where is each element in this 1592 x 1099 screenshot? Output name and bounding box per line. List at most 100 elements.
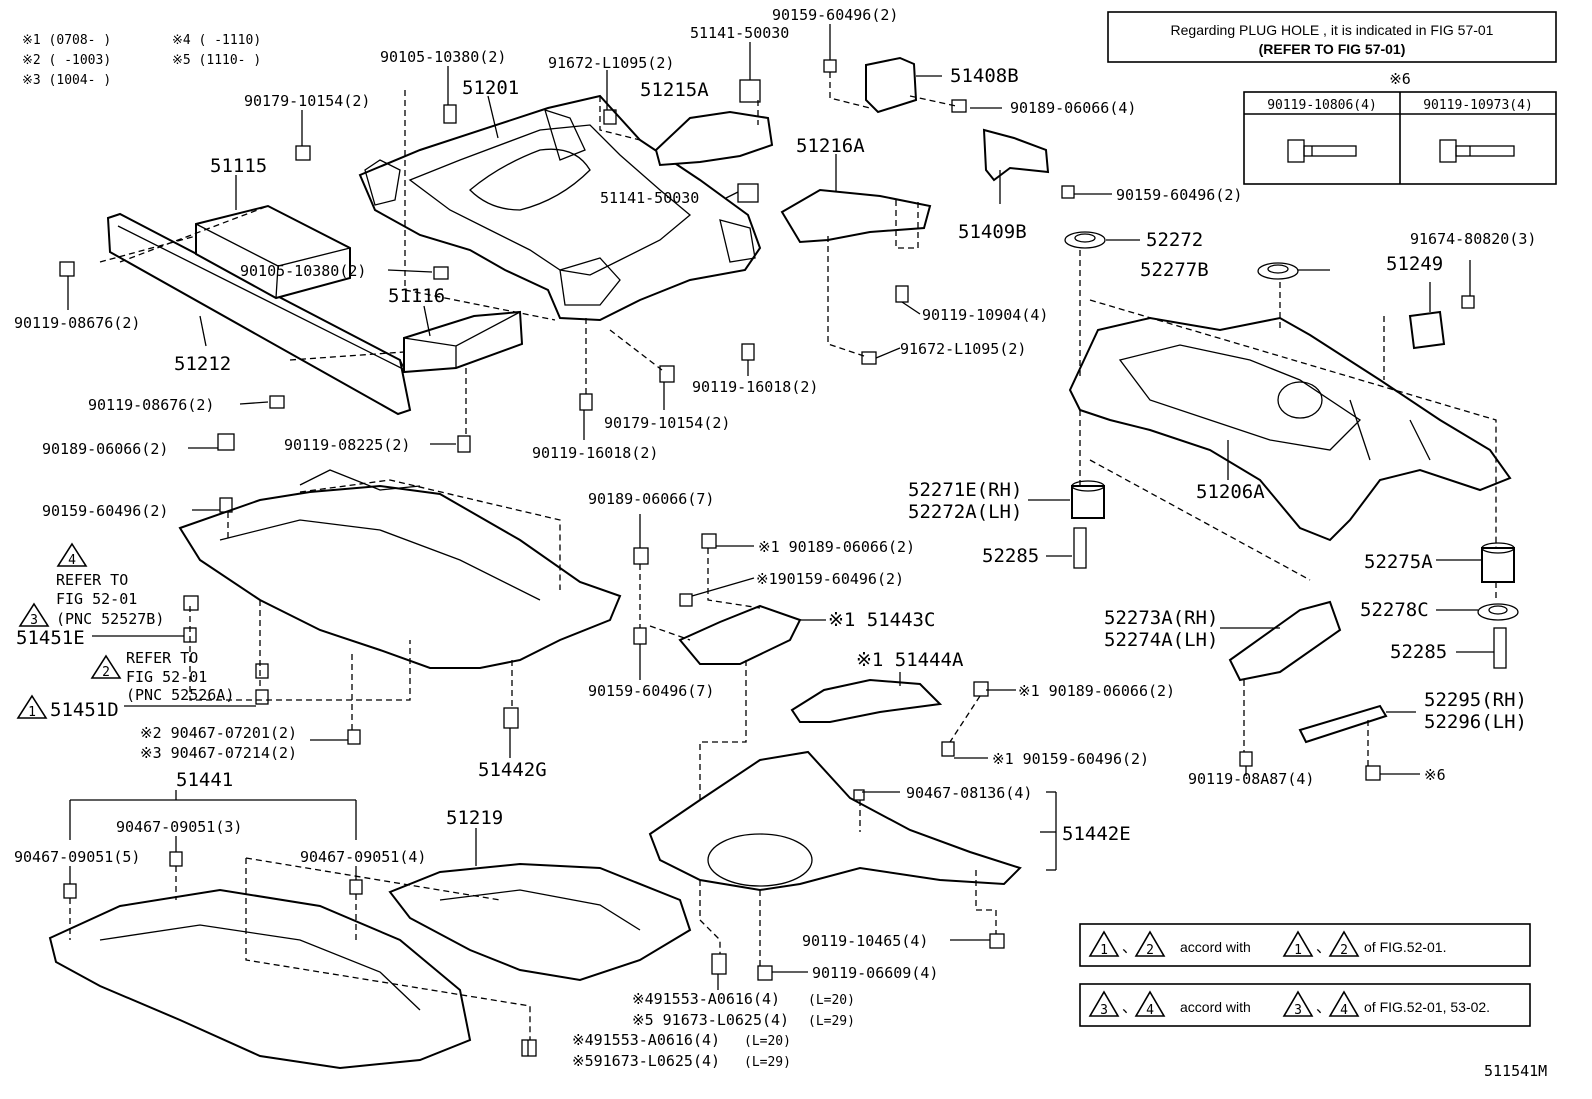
- label-90105-10380-mid: 90105-10380(2): [240, 262, 366, 280]
- bracket-52273A: [1228, 600, 1342, 682]
- label-90119-06609: 90119-06609(4): [812, 964, 938, 982]
- bushing-52277B: [1257, 262, 1299, 280]
- refer-note-2: 2 REFER TO FIG 52-01 (PNC 52526A) 1: [16, 649, 234, 720]
- stopper-52278C: [1477, 603, 1519, 621]
- cover-51444A: [790, 678, 943, 723]
- label-90159-60496-k1a: ※190159-60496(2): [756, 570, 904, 588]
- note1-sep2: 、: [1316, 938, 1331, 956]
- label-51443C: ※1 51443C: [828, 609, 935, 631]
- engine-under-cover-51441-upper: [178, 469, 622, 669]
- label-90159-60496-left: 90159-60496(2): [42, 502, 168, 520]
- note1-sep: 、: [1122, 938, 1137, 956]
- refer-2-line3: (PNC 52526A): [126, 686, 234, 704]
- refer-4-line2: FIG 52-01: [56, 590, 137, 608]
- note2-t4b: 4: [1340, 1003, 1348, 1018]
- label-91553-A0616-b: ※491553-A0616(4): [572, 1031, 720, 1049]
- label-90159-60496-7: 90159-60496(7): [588, 682, 714, 700]
- note1-triangle-2-icon: [1134, 930, 1166, 957]
- note2-triangle-3b-icon: [1282, 990, 1314, 1017]
- note1-suffix: of FIG.52-01.: [1364, 939, 1446, 955]
- label-51249: 51249: [1386, 253, 1443, 275]
- figure-code: 511541M: [1484, 1062, 1547, 1080]
- refer-4-line3: (PNC 52527B): [56, 610, 164, 628]
- label-90159-60496-top: 90159-60496(2): [772, 6, 898, 24]
- label-91673-L0625-a: ※5 91673-L0625(4): [632, 1011, 789, 1029]
- bracket-51115: [195, 204, 351, 300]
- bracket-51408B: [865, 56, 918, 114]
- label-90119-16018-a: 90119-16018(2): [692, 378, 818, 396]
- legend-block: ※1 (0708- ) ※2 ( -1003) ※3 (1004- ) ※4 (…: [22, 33, 261, 88]
- label-90467-07214: ※3 90467-07214(2): [140, 744, 297, 762]
- note1-mid: accord with: [1180, 939, 1251, 955]
- label-90119-10904: 90119-10904(4): [922, 306, 1048, 324]
- label-91553-A0616-b-len: (L=20): [744, 1034, 791, 1049]
- triangle-3-number: 3: [30, 613, 38, 628]
- triangle-2-icon: [90, 654, 122, 679]
- note1-t2b: 2: [1340, 943, 1348, 958]
- triangle-1-icon: [16, 694, 48, 719]
- label-51201: 51201: [462, 77, 519, 99]
- legend-k1: ※1 (0708- ): [22, 33, 111, 48]
- label-90119-16018-b: 90119-16018(2): [532, 444, 658, 462]
- brace-52295: [1298, 704, 1388, 744]
- note2-mid: accord with: [1180, 999, 1251, 1015]
- bushing-52272: [1064, 231, 1106, 249]
- label-52273A: 52273A(RH): [1104, 607, 1218, 629]
- note1-triangle-1b-icon: [1282, 930, 1314, 957]
- label-52277B: 52277B: [1140, 259, 1209, 281]
- label-51441: 51441: [176, 769, 233, 791]
- label-90467-09051-4: 90467-09051(4): [300, 848, 426, 866]
- triangle-3-icon: [18, 602, 50, 627]
- note2-sep2: 、: [1316, 998, 1331, 1016]
- label-90189-06066-7: 90189-06066(7): [588, 490, 714, 508]
- label-52285-b: 52285: [1390, 641, 1447, 663]
- label-51451E: 51451E: [16, 627, 85, 649]
- label-91553-A0616-a: ※491553-A0616(4): [632, 990, 780, 1008]
- label-52296: 52296(LH): [1424, 711, 1527, 733]
- label-90119-08A87: 90119-08A87(4): [1188, 770, 1314, 788]
- cover-51219: [388, 862, 692, 982]
- label-90119-08676-left: 90119-08676(2): [14, 314, 140, 332]
- label-k6: ※6: [1424, 766, 1446, 784]
- label-90179-10154-mid: 90179-10154(2): [604, 414, 730, 432]
- label-90189-06066-k1b: ※1 90189-06066(2): [1018, 682, 1175, 700]
- label-52285-a: 52285: [982, 545, 1039, 567]
- label-90159-60496-k1b: ※1 90159-60496(2): [992, 750, 1149, 768]
- guide-lines: [69, 72, 1497, 1040]
- label-91672-L1095-top: 91672-L1095(2): [548, 54, 674, 72]
- triangle-4-icon: [56, 542, 88, 567]
- note2-t4: 4: [1146, 1003, 1154, 1018]
- label-52272: 52272: [1146, 229, 1203, 251]
- refer-2-line2: FIG 52-01: [126, 668, 207, 686]
- label-51442E: 51442E: [1062, 823, 1131, 845]
- label-90189-06066-k1a: ※1 90189-06066(2): [758, 538, 915, 556]
- label-52272A: 52272A(LH): [908, 501, 1022, 523]
- note1-t1: 1: [1100, 943, 1108, 958]
- refer-note-4: 4 REFER TO FIG 52-01 3 (PNC 52527B): [18, 542, 164, 628]
- accord-note-box-1: 1 、 2 accord with 1 、 2 of FIG.52-01.: [1079, 923, 1531, 967]
- bolt-table: ※6 90119-10806(4) 90119-10973(4): [1243, 70, 1557, 185]
- rear-suspension-member-51206A: [1068, 316, 1512, 542]
- leader-lines: [67, 24, 1494, 1056]
- label-90189-06066-left: 90189-06066(2): [42, 440, 168, 458]
- plug-hole-note-box: Regarding PLUG HOLE , it is indicated in…: [1107, 11, 1557, 63]
- bushing-52275A: [1481, 542, 1515, 583]
- bolt-icon-10806: [1287, 139, 1357, 163]
- legend-k3: ※3 (1004- ): [22, 73, 111, 88]
- accord-note-box-2: 3 、 4 accord with 3 、 4 of FIG.52-01, 53…: [1079, 983, 1531, 1027]
- label-91674-80820: 91674-80820(3): [1410, 230, 1536, 248]
- triangle-1-number: 1: [28, 705, 36, 720]
- refer-4-line1: REFER TO: [56, 571, 128, 589]
- label-91672-L1095-mid: 91672-L1095(2): [900, 340, 1026, 358]
- note1-t2: 2: [1146, 943, 1154, 958]
- label-51219: 51219: [446, 807, 503, 829]
- plug-hole-note-line1: Regarding PLUG HOLE , it is indicated in…: [1171, 22, 1494, 38]
- cover-51443C: [678, 604, 802, 665]
- label-51444A: ※1 51444A: [856, 649, 964, 671]
- refer-2-line1: REFER TO: [126, 649, 198, 667]
- label-90189-06066-4: 90189-06066(4): [1010, 99, 1136, 117]
- bolt-icon-10973: [1439, 139, 1515, 163]
- label-52295: 52295(RH): [1424, 689, 1527, 711]
- note1-triangle-1-icon: [1088, 930, 1120, 957]
- plug-hole-note-line2: (REFER TO FIG 57-01): [1259, 41, 1406, 57]
